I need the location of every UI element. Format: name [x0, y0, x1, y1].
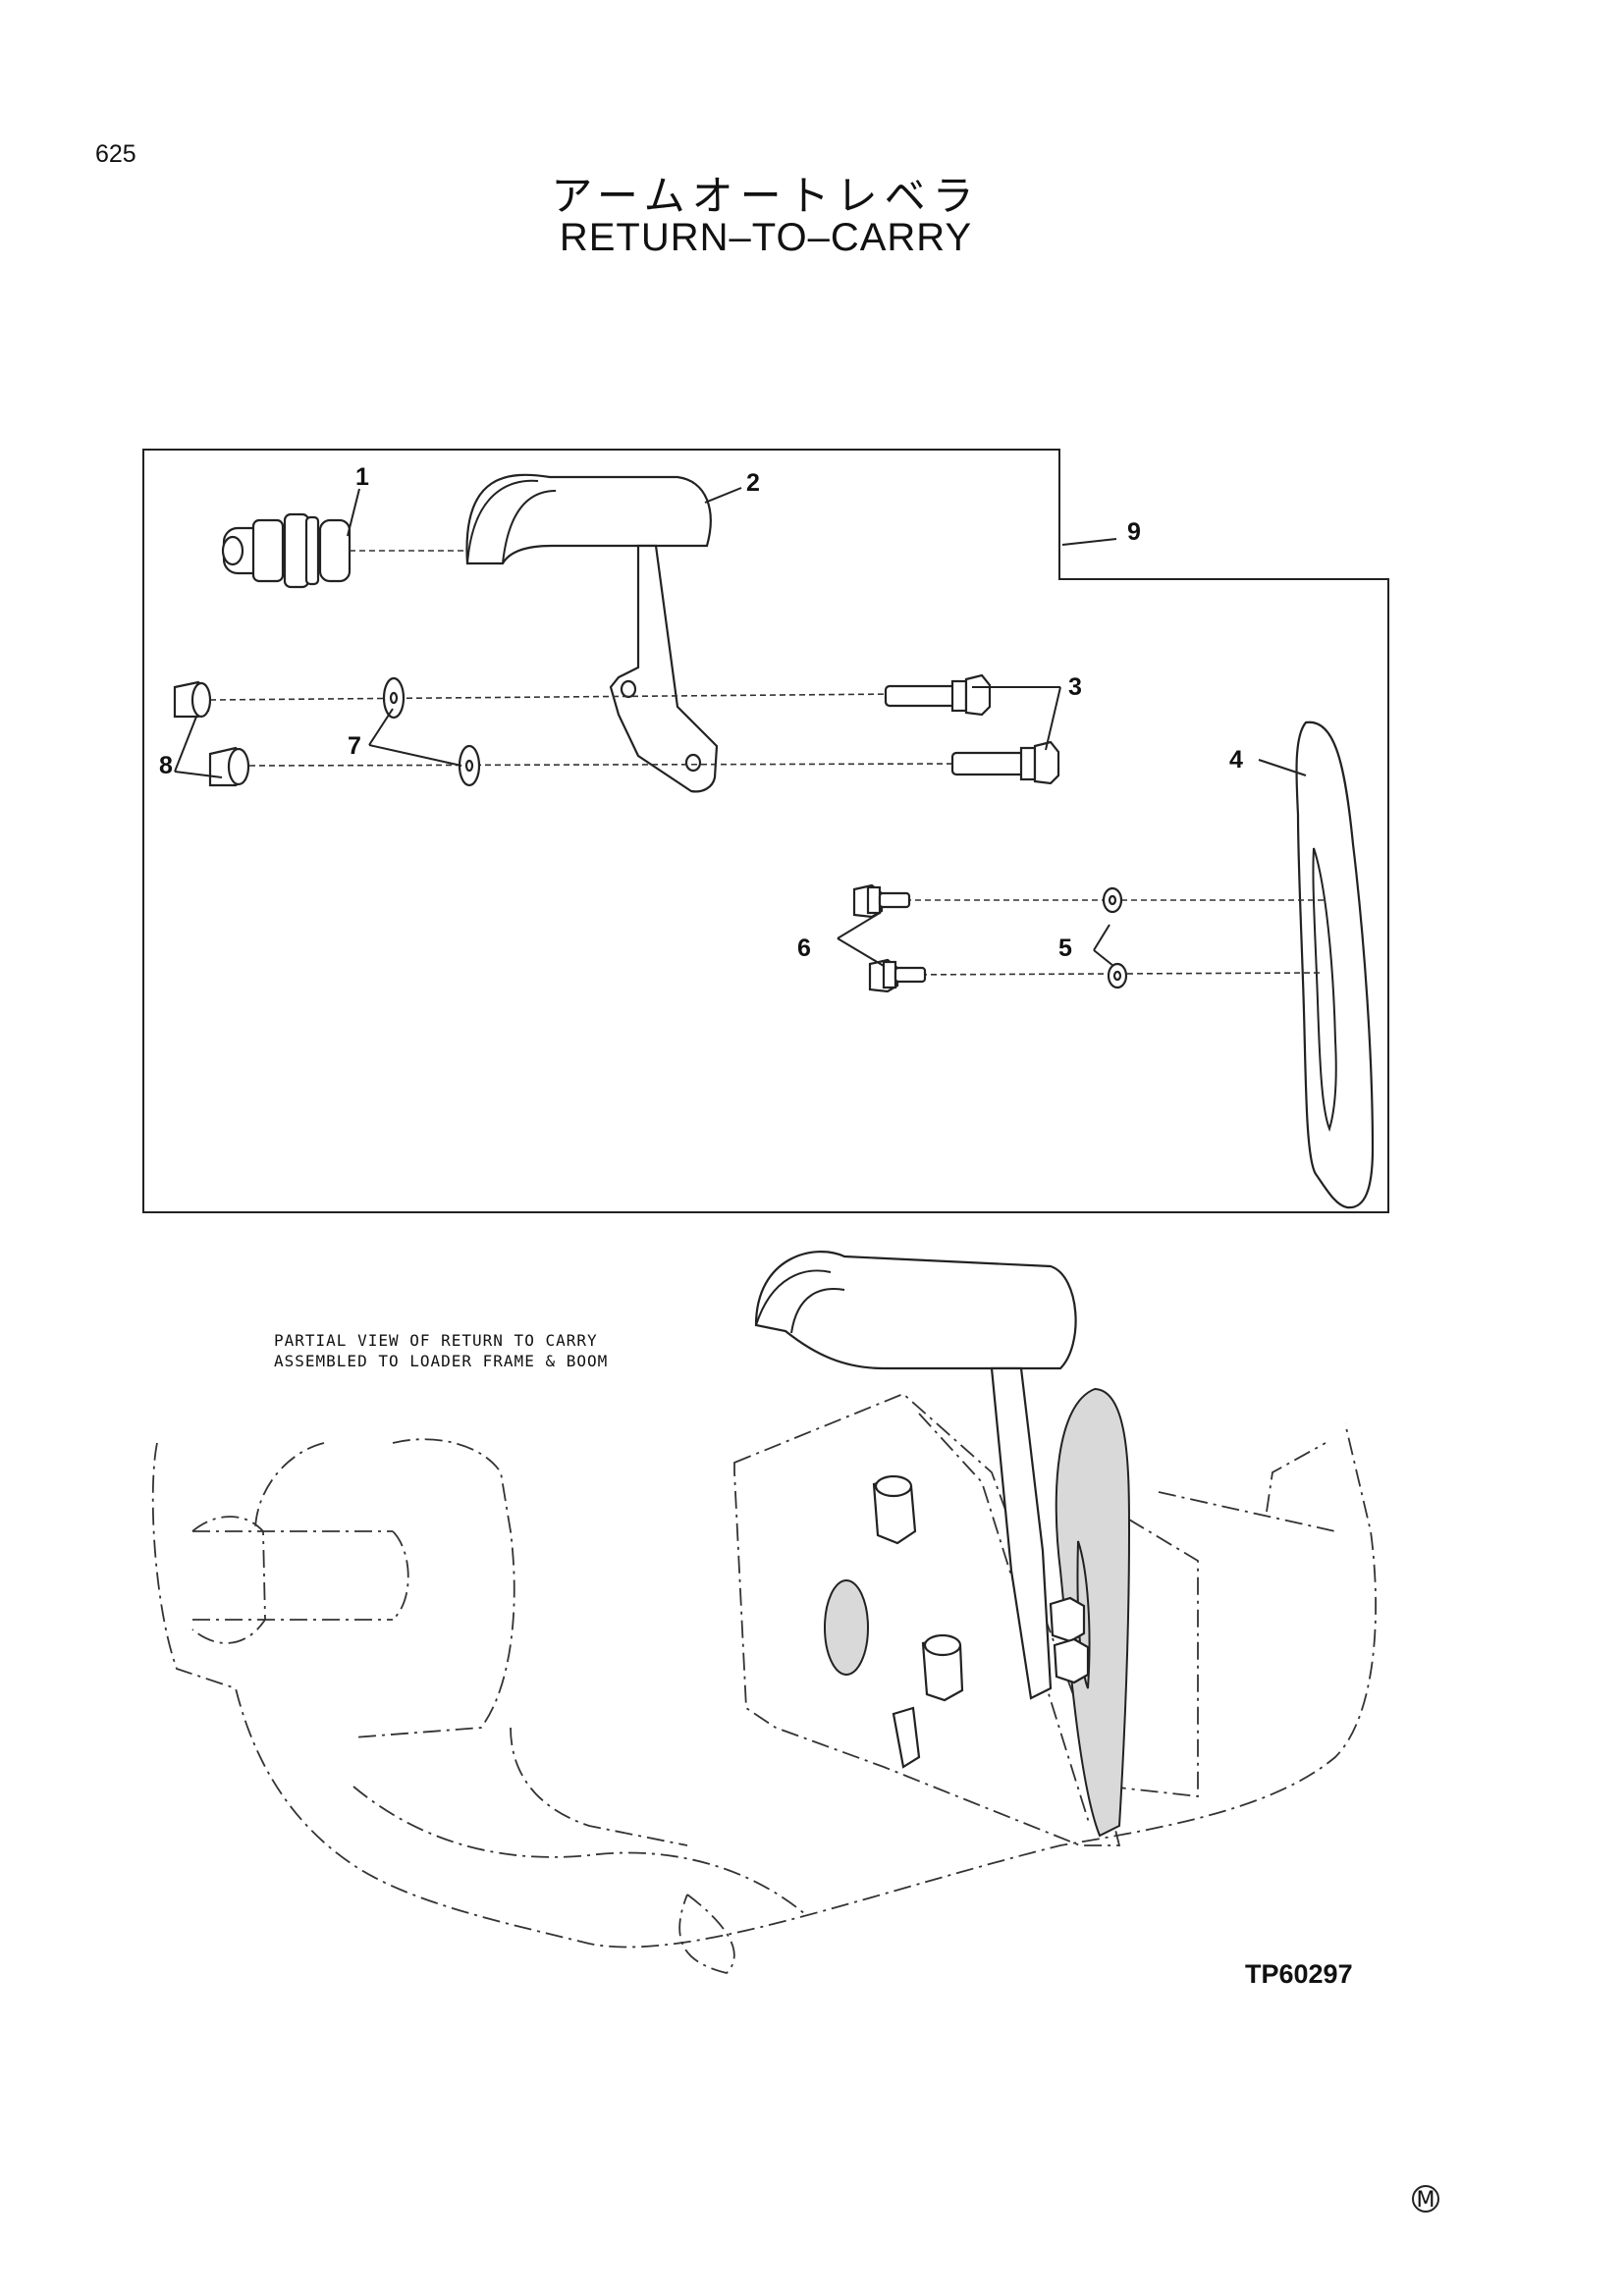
page-number: 625	[95, 140, 136, 168]
callout-9: 9	[1127, 518, 1141, 546]
callout-3: 3	[1068, 673, 1082, 701]
part-2-handle-bracket	[465, 473, 719, 793]
partial-assembly-view	[151, 1251, 1377, 1974]
part-7-washer	[382, 676, 481, 787]
callout-leaders	[174, 487, 1307, 967]
callout-4: 4	[1229, 746, 1243, 774]
callout-6: 6	[797, 934, 811, 962]
partial-view-note-line-2: ASSEMBLED TO LOADER FRAME & BOOM	[274, 1352, 608, 1370]
corner-mark-letter: M	[1417, 2188, 1435, 2213]
callout-7: 7	[348, 732, 361, 760]
part-3-bolt	[884, 673, 1060, 785]
partial-view-note-line-1: PARTIAL VIEW OF RETURN TO CARRY	[274, 1331, 598, 1350]
title-japanese: アームオートレベラ	[551, 172, 981, 220]
part-1-pivot-pin	[221, 512, 352, 589]
callout-1: 1	[355, 463, 369, 491]
figure-reference: TP60297	[1245, 1959, 1353, 1989]
callout-2: 2	[746, 469, 760, 497]
corner-mark: M	[1412, 2185, 1439, 2213]
callout-8: 8	[159, 752, 173, 779]
part-6-cap-screw	[852, 883, 927, 993]
part-5-nut	[1102, 886, 1128, 989]
callout-5: 5	[1058, 934, 1072, 962]
part-8-flange-nut	[173, 680, 250, 787]
part-4-plate	[1295, 721, 1375, 1209]
exploded-view-frame	[142, 449, 1389, 1213]
title-english: RETURN–TO–CARRY	[559, 216, 973, 259]
